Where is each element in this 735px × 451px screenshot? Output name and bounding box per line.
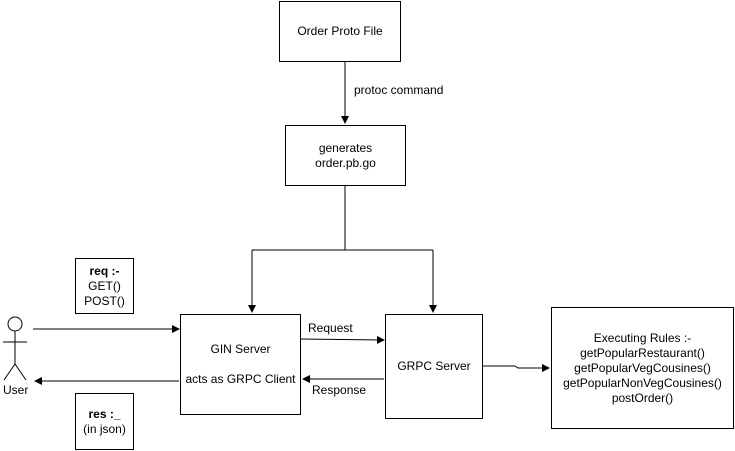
rules-title: Executing Rules :- — [593, 330, 692, 345]
response-label: Response — [312, 383, 367, 397]
generates-line-1: generates — [318, 140, 373, 155]
gin-server-title: GIN Server — [210, 342, 271, 356]
rule-popular-nonveg: getPopularNonVegCousines() — [563, 375, 722, 390]
request-note-post: POST() — [84, 293, 125, 308]
generates-node: generates order.pb.go — [285, 125, 406, 186]
gin-server-node: GIN Server acts as GRPC Client — [180, 314, 301, 415]
user-label: User — [3, 383, 29, 397]
request-label: Request — [308, 321, 353, 335]
rules-arrow — [483, 364, 550, 372]
protoc-command-label: protoc command — [354, 83, 444, 97]
grpc-server-node: GRPC Server — [385, 314, 483, 419]
response-note-title: res :_ — [88, 406, 121, 421]
rule-post-order: postOrder() — [611, 390, 674, 405]
request-note: req :- GET() POST() — [75, 258, 134, 314]
rule-popular-restaurant: getPopularRestaurant() — [580, 345, 705, 360]
rule-popular-veg: getPopularVegCousines() — [574, 360, 711, 375]
request-note-get: GET() — [88, 278, 121, 293]
response-note-json: (in json) — [83, 421, 126, 436]
gin-server-subtitle: acts as GRPC Client — [185, 372, 296, 386]
proto-file-label: Order Proto File — [297, 24, 383, 38]
generates-line-2: order.pb.go — [315, 155, 376, 170]
user-actor-icon — [3, 316, 27, 381]
proto-file-node: Order Proto File — [279, 1, 401, 62]
request-note-title: req :- — [89, 263, 120, 278]
executing-rules-node: Executing Rules :- getPopularRestaurant(… — [551, 307, 734, 429]
response-note: res :_ (in json) — [75, 393, 134, 450]
grpc-server-label: GRPC Server — [397, 359, 471, 373]
request-arrow — [300, 335, 385, 344]
